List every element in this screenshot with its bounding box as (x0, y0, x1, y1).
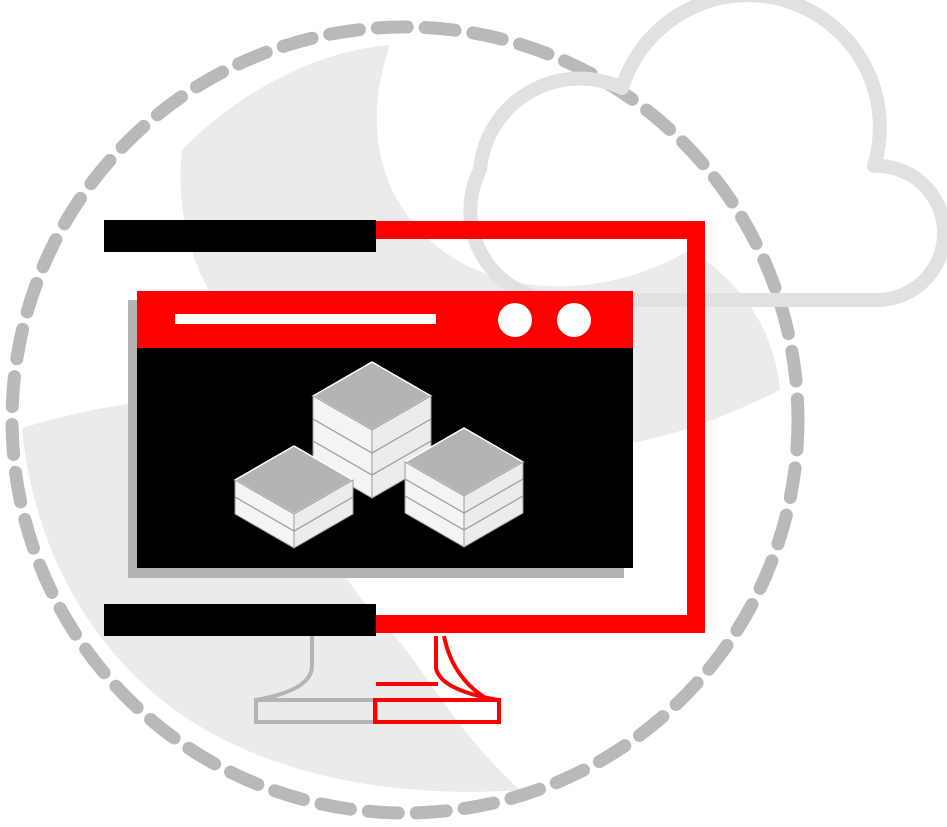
server-block-right (403, 427, 525, 548)
monitor-frame (376, 221, 705, 633)
browser-window-icon (128, 291, 633, 578)
monitor-bottom-bar (104, 604, 376, 636)
dashed-circle-icon (5, 20, 805, 820)
monitor-stand-base-right (373, 698, 501, 724)
server-block-left (233, 445, 355, 549)
monitor-stand-neck-right-outer (442, 635, 486, 699)
browser-dot-one (498, 303, 532, 337)
monitor-top-bar (104, 220, 376, 252)
cloud-icon (463, 0, 947, 308)
monitor-icon (104, 220, 705, 724)
browser-dot-two (557, 303, 591, 337)
monitor-stand-neck-right (434, 636, 499, 702)
monitor-stand-neck-left (255, 636, 314, 702)
browser-address-bar (175, 314, 436, 324)
server-stack-icon (233, 361, 525, 549)
